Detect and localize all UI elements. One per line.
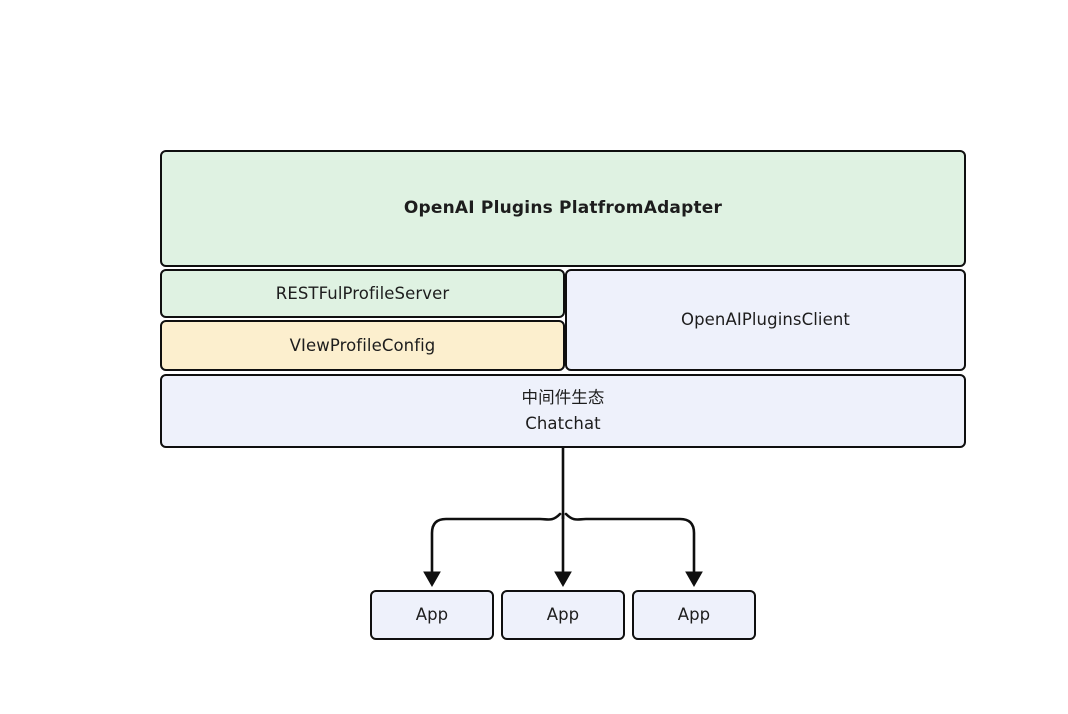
app-node-1-label: App xyxy=(415,605,449,625)
branch-connector-left xyxy=(430,512,562,582)
openai-plugins-client-node[interactable]: OpenAIPluginsClient xyxy=(565,269,966,371)
restful-profile-server-label: RESTFulProfileServer xyxy=(275,283,450,303)
restful-profile-server-node[interactable]: RESTFulProfileServer xyxy=(160,269,565,318)
app-node-1[interactable]: App xyxy=(370,590,494,640)
openai-plugins-client-label: OpenAIPluginsClient xyxy=(681,310,850,330)
middleware-label-chatchat: Chatchat xyxy=(525,414,601,433)
app-node-2[interactable]: App xyxy=(501,590,625,640)
view-profile-config-label: VIewProfileConfig xyxy=(289,335,436,355)
platform-adapter-label: OpenAI Plugins PlatfromAdapter xyxy=(403,198,723,219)
app-node-3-label: App xyxy=(677,605,711,625)
branch-connector-right xyxy=(564,512,696,582)
middleware-label-cn: 中间件生态 xyxy=(521,388,605,408)
app-node-2-label: App xyxy=(546,605,580,625)
platform-adapter-node[interactable]: OpenAI Plugins PlatfromAdapter xyxy=(160,150,966,267)
arrowhead-left xyxy=(423,571,441,588)
arrowhead-right xyxy=(685,571,703,588)
arrowhead-center xyxy=(554,571,572,588)
middleware-ecosystem-node[interactable]: 中间件生态 Chatchat xyxy=(160,374,966,448)
app-node-3[interactable]: App xyxy=(632,590,756,640)
view-profile-config-node[interactable]: VIewProfileConfig xyxy=(160,320,565,371)
